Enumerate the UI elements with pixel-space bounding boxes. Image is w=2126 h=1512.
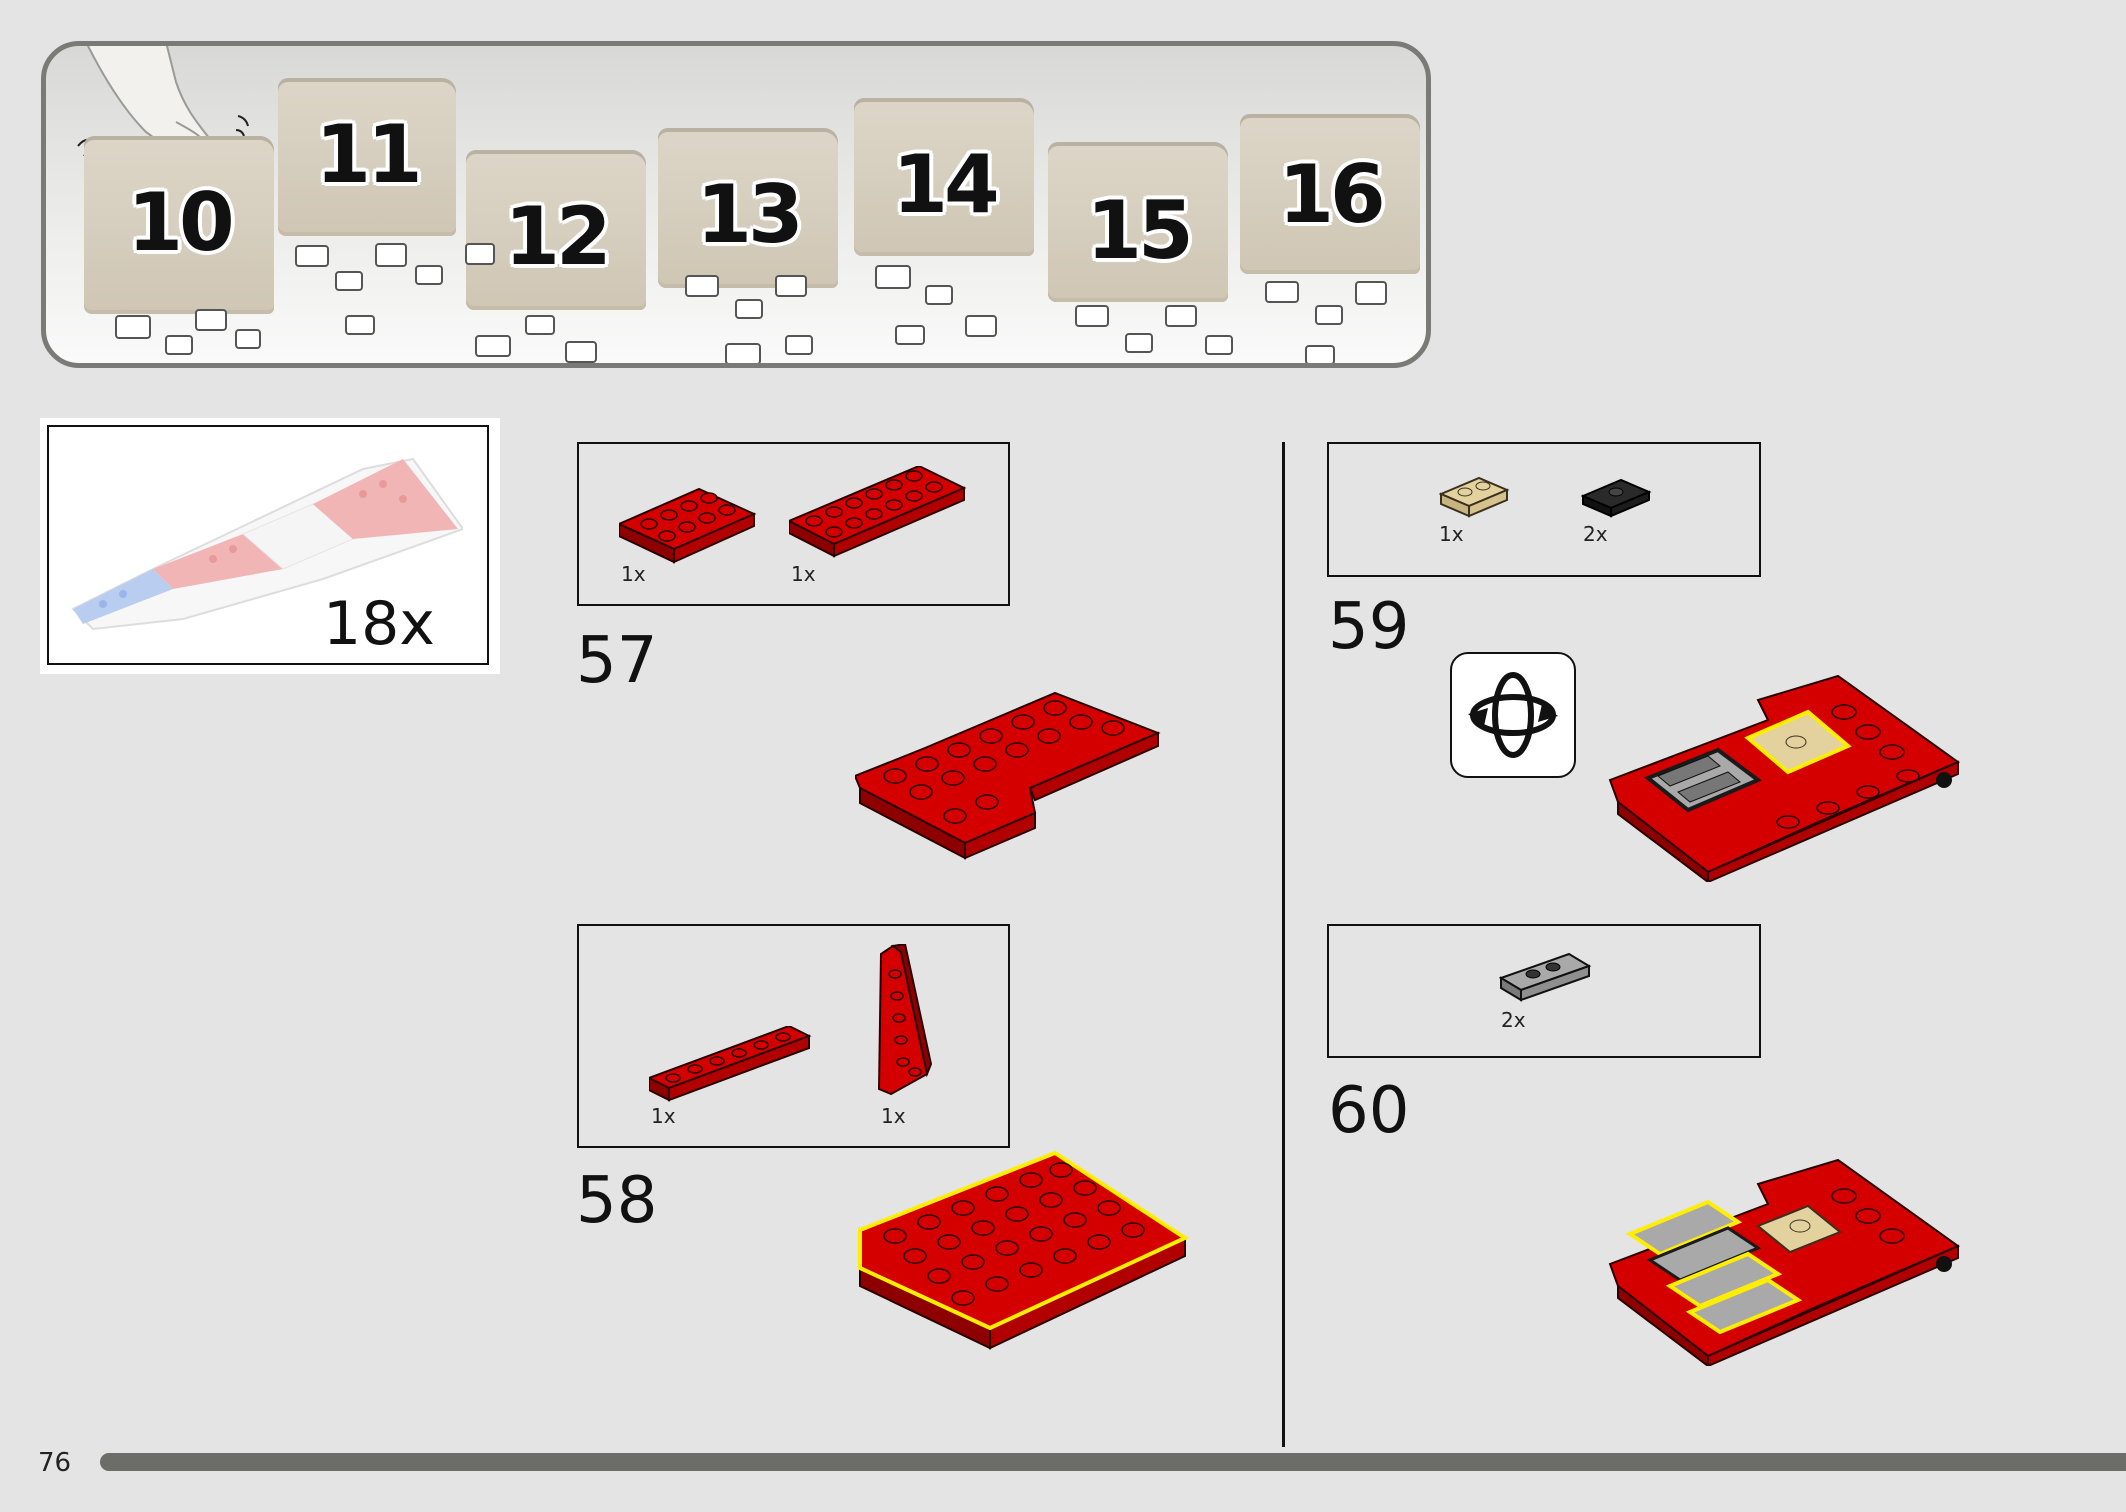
part-quantity: 1x (881, 1104, 906, 1128)
bag-15: 15 (1048, 142, 1228, 302)
spilled-bricks-illustration (115, 243, 1387, 363)
bag-16: 16 (1240, 114, 1420, 274)
plate-1x6-red (649, 1026, 812, 1102)
bag-10: 10 (84, 136, 274, 314)
wedge-plate-red (877, 944, 933, 1096)
plate-2x6-red (789, 466, 967, 558)
preview-count: 18x (323, 589, 435, 659)
step-60-parts-box: 2x (1327, 924, 1761, 1058)
page-number: 76 (38, 1448, 72, 1478)
step-number: 60 (1328, 1074, 1410, 1148)
bag-number: 15 (1086, 184, 1193, 277)
step-57-parts-box: 1x 1x (577, 442, 1010, 606)
bag-number: 13 (696, 168, 803, 261)
bag-12: 12 (466, 150, 646, 310)
bag-banner: 10 11 12 13 14 15 16 (41, 41, 1431, 368)
step-57-assembly (855, 691, 1161, 860)
bag-number: 11 (315, 108, 422, 201)
step-60-assembly (1608, 1158, 1961, 1366)
part-quantity: 1x (1439, 522, 1464, 546)
step-58-parts-box: 1x 1x (577, 924, 1010, 1148)
preview-frame: 18x (47, 425, 489, 665)
jumper-plate-black (1581, 478, 1652, 518)
step-number: 59 (1328, 590, 1410, 664)
part-quantity: 1x (621, 562, 646, 586)
step-58-assembly (858, 1150, 1190, 1350)
bag-14: 14 (854, 98, 1034, 256)
wing-submodel-image (71, 457, 463, 631)
step-number: 57 (576, 624, 658, 698)
bag-number: 14 (892, 138, 999, 231)
plate-2x4-red (619, 487, 757, 564)
rotate-model-icon (1468, 672, 1558, 758)
part-quantity: 2x (1501, 1008, 1526, 1032)
bag-13: 13 (658, 128, 838, 288)
rotate-model-callout (1450, 652, 1576, 778)
bag-number: 10 (127, 176, 234, 269)
column-divider (1282, 442, 1285, 1447)
step-number: 58 (576, 1164, 658, 1238)
bag-number: 12 (504, 190, 611, 283)
plate-1x2-tan (1439, 476, 1510, 518)
part-quantity: 1x (791, 562, 816, 586)
page-progress-bar (100, 1453, 2126, 1471)
step-59-parts-box: 1x 2x (1327, 442, 1761, 577)
plate-1x3-jumper-grey (1499, 952, 1592, 1002)
part-quantity: 2x (1583, 522, 1608, 546)
part-quantity: 1x (651, 1104, 676, 1128)
bag-number: 16 (1278, 148, 1385, 241)
bag-11: 11 (278, 78, 456, 236)
step-59-assembly (1608, 674, 1961, 882)
submodel-preview: 18x (40, 418, 500, 674)
